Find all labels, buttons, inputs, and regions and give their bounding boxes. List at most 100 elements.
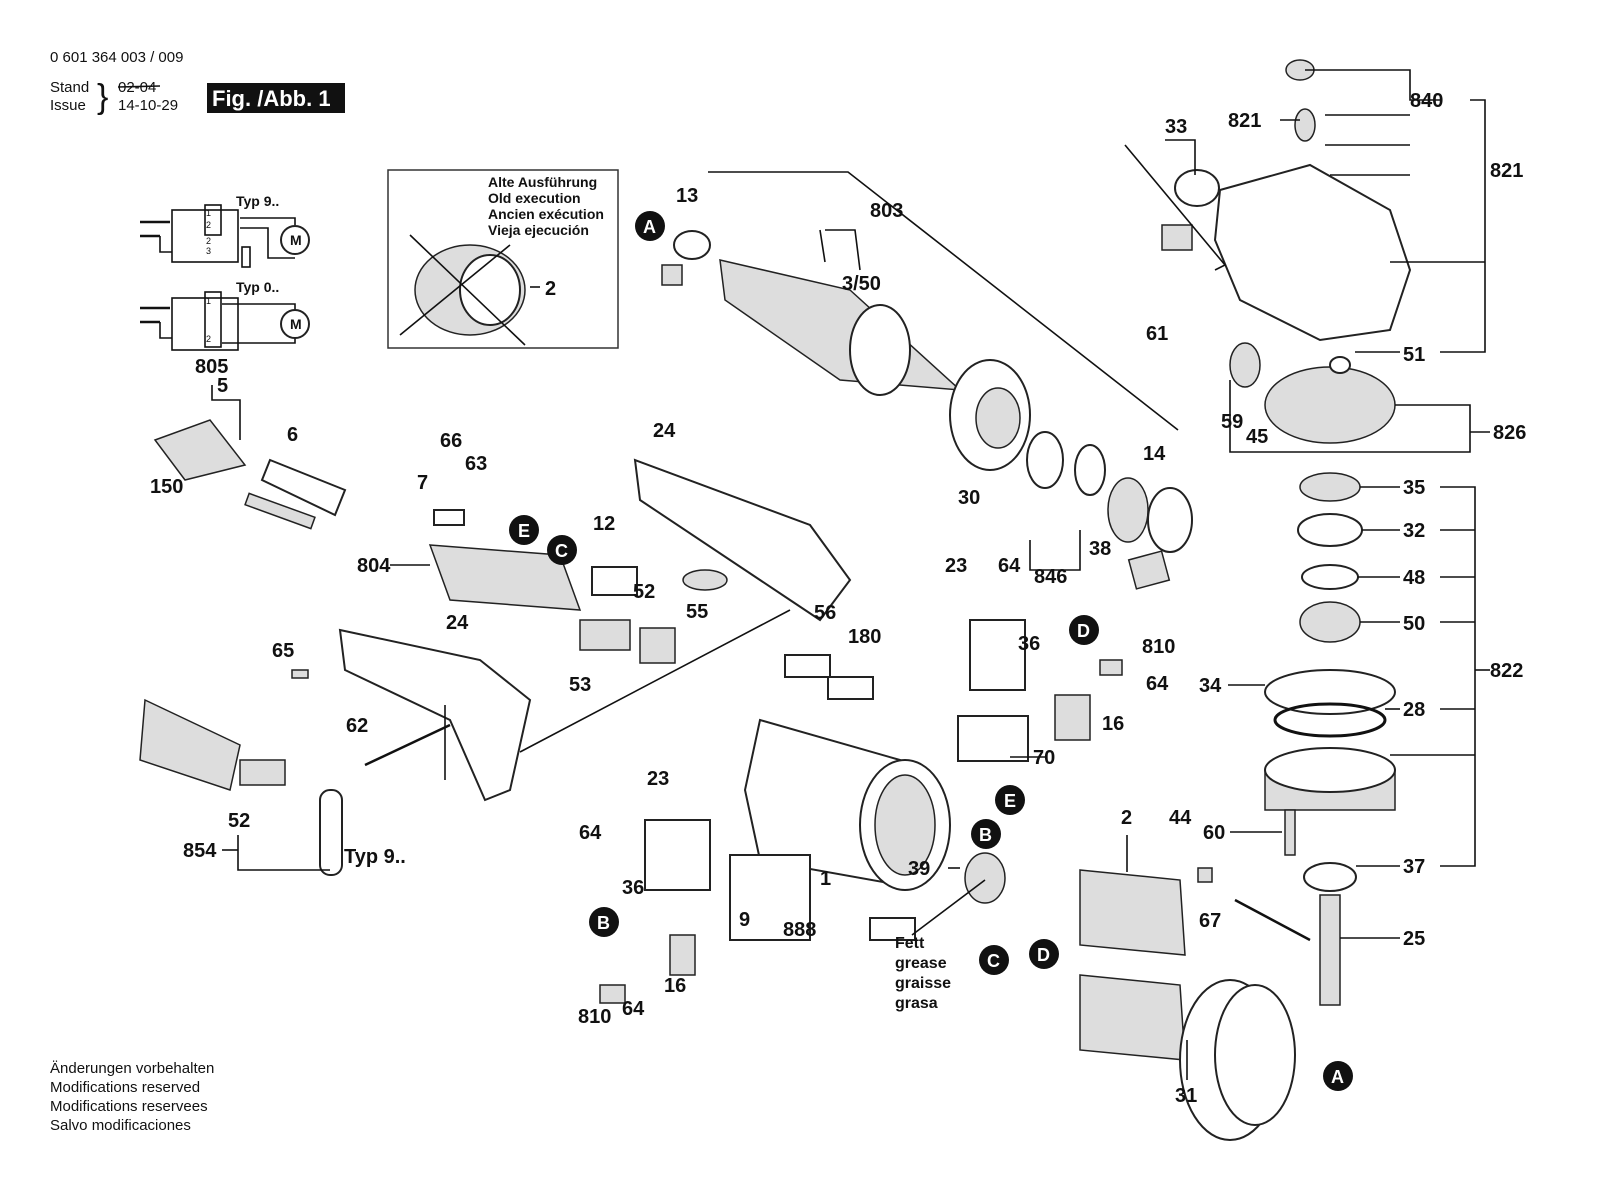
part-label: 9 — [739, 909, 750, 931]
old-exec-de: Alte Ausführung — [488, 174, 597, 190]
part-label: 36 — [1018, 633, 1040, 655]
old-date: 02-04 — [118, 79, 156, 96]
part-label: 23 — [945, 555, 967, 577]
part-label: 14 — [1143, 443, 1166, 465]
part-label: 32 — [1403, 520, 1425, 542]
wiring-diagram-type9: M Typ 9.. 1 2 2 3 — [140, 193, 310, 268]
typ-note: Typ 9.. — [344, 846, 406, 868]
part-label: 826 — [1493, 422, 1526, 444]
part-label: 37 — [1403, 856, 1425, 878]
connector-a: A — [1331, 1067, 1344, 1087]
part-label: 39 — [908, 858, 930, 880]
part-label: 804 — [357, 555, 391, 577]
part-label: 64 — [1146, 673, 1169, 695]
part-label: 60 — [1203, 822, 1225, 844]
part-label: 52 — [633, 581, 655, 603]
part-label: 28 — [1403, 699, 1425, 721]
part-label: 150 — [150, 476, 183, 498]
part-sketches — [139, 59, 1412, 1141]
part-label: 854 — [183, 840, 217, 862]
type0-label: Typ 0.. — [236, 279, 279, 295]
part-label: 50 — [1403, 613, 1425, 635]
part-label: 38 — [1089, 538, 1111, 560]
old-exec-part: 2 — [545, 278, 556, 300]
part-label: 48 — [1403, 567, 1425, 589]
old-exec-es: Vieja ejecución — [488, 222, 589, 238]
motor-symbol: M — [290, 316, 302, 332]
part-label: 59 — [1221, 411, 1243, 433]
footer-en: Modifications reserved — [50, 1079, 200, 1096]
pin: 2 — [206, 220, 211, 230]
part-label: 821 — [1490, 160, 1523, 182]
part-label: 840 — [1410, 90, 1443, 112]
part-label: 12 — [593, 513, 615, 535]
brace: } — [97, 78, 108, 116]
part-label: 64 — [579, 822, 602, 844]
part-label: 822 — [1490, 660, 1523, 682]
part-label: 62 — [346, 715, 368, 737]
old-execution-box: Alte Ausführung Old execution Ancien exé… — [387, 169, 619, 349]
connector-a: A — [643, 217, 656, 237]
issue-label: Issue — [50, 97, 86, 114]
stand-label: Stand — [50, 79, 89, 96]
figure-badge — [207, 83, 345, 113]
part-label: 64 — [622, 998, 645, 1020]
part-label: 33 — [1165, 116, 1187, 138]
part-label: 5 — [217, 375, 228, 397]
part-label: 803 — [870, 200, 903, 222]
grease-fr: graisse — [895, 975, 951, 992]
pin: 1 — [206, 296, 211, 306]
issue-date: 14-10-29 — [118, 97, 178, 114]
connector-c: C — [987, 951, 1000, 971]
part-label: 16 — [664, 975, 686, 997]
part-label: 66 — [440, 430, 462, 452]
part-label: 846 — [1034, 566, 1067, 588]
part-label: 6 — [287, 424, 298, 446]
leader-lines — [211, 69, 1490, 1080]
connector-d: D — [1077, 621, 1090, 641]
part-label: 30 — [958, 487, 980, 509]
part-label: 51 — [1403, 344, 1425, 366]
part-label: 24 — [446, 612, 469, 634]
part-label: 35 — [1403, 477, 1425, 499]
part-label: 55 — [686, 601, 708, 623]
grease-de: Fett — [895, 935, 925, 952]
part-label: 31 — [1175, 1085, 1197, 1107]
part-label: 70 — [1033, 747, 1055, 769]
old-exec-en: Old execution — [488, 190, 581, 206]
connector-d: D — [1037, 945, 1050, 965]
footer-es: Salvo modificaciones — [50, 1117, 191, 1134]
part-label: 36 — [622, 877, 644, 899]
part-label: 23 — [647, 768, 669, 790]
part-label: 53 — [569, 674, 591, 696]
footer-fr: Modifications reservees — [50, 1098, 208, 1115]
part-label: 13 — [676, 185, 698, 207]
part-label: 52 — [228, 810, 250, 832]
connector-c: C — [555, 541, 568, 561]
connector-e: E — [518, 521, 530, 541]
part-label: 65 — [272, 640, 294, 662]
part-label: 810 — [578, 1006, 611, 1028]
pin: 2 — [206, 334, 211, 344]
footer-notes: Änderungen vorbehalten Modifications res… — [50, 1060, 214, 1134]
part-label: 34 — [1199, 675, 1222, 697]
wiring-diagram-type0: M Typ 0.. 1 2 — [140, 279, 310, 351]
part-label: 805 — [195, 356, 228, 378]
part-label: 1 — [820, 868, 831, 890]
part-label: 7 — [417, 472, 428, 494]
grease-en: grease — [895, 955, 947, 972]
part-labels: 13 803 3/50 33 821 840 821 61 51 59 45 8… — [150, 90, 1526, 1107]
part-label: 3/50 — [842, 273, 881, 295]
part-label: 888 — [783, 919, 816, 941]
connector-b: B — [597, 913, 610, 933]
part-label: 24 — [653, 420, 676, 442]
part-label: 61 — [1146, 323, 1168, 345]
type9-label: Typ 9.. — [236, 193, 279, 209]
grease-es: grasa — [895, 995, 938, 1012]
part-label: 25 — [1403, 928, 1425, 950]
pin: 1 — [206, 208, 211, 218]
part-label: 56 — [814, 602, 836, 624]
part-label: 16 — [1102, 713, 1124, 735]
part-label: 821 — [1228, 110, 1261, 132]
